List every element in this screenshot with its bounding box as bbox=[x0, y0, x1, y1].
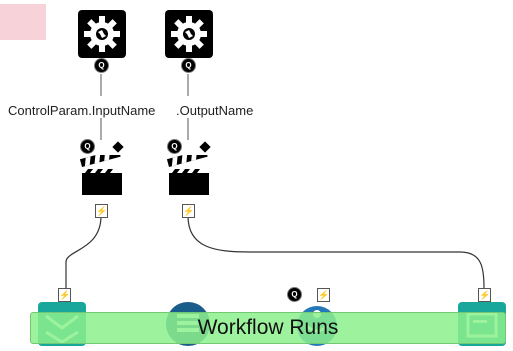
output-anchor[interactable]: ⚡ bbox=[95, 204, 108, 218]
question-badge[interactable]: Q bbox=[81, 140, 94, 153]
connection-action2-to-right bbox=[187, 215, 485, 289]
control-param-tool-output[interactable] bbox=[165, 10, 213, 58]
connection-action1-to-bottom bbox=[65, 215, 102, 288]
gear-icon bbox=[171, 16, 207, 52]
gear-icon bbox=[84, 16, 120, 52]
clapperboard-icon bbox=[79, 148, 122, 195]
input-anchor[interactable]: ⚡ bbox=[478, 288, 491, 302]
tool-label-input-name: ControlParam.InputName bbox=[8, 103, 156, 118]
clapperboard-icon bbox=[166, 148, 209, 195]
tool-label-output-name: .OutputName bbox=[176, 103, 254, 118]
workflow-runs-banner: Workflow Runs bbox=[30, 312, 506, 344]
banner-title: Workflow Runs bbox=[197, 316, 339, 339]
question-badge[interactable]: Q bbox=[168, 140, 181, 153]
question-badge[interactable]: Q bbox=[95, 59, 108, 72]
action-tool-output[interactable] bbox=[166, 148, 212, 202]
question-badge[interactable]: Q bbox=[182, 59, 195, 72]
action-tool-input[interactable] bbox=[79, 148, 125, 202]
input-anchor[interactable]: ⚡ bbox=[58, 288, 71, 302]
output-anchor[interactable]: ⚡ bbox=[182, 204, 195, 218]
input-anchor[interactable]: ⚡ bbox=[317, 288, 330, 302]
question-badge[interactable]: Q bbox=[288, 288, 301, 301]
control-param-tool-input[interactable] bbox=[78, 10, 126, 58]
selection-highlight bbox=[0, 4, 46, 40]
